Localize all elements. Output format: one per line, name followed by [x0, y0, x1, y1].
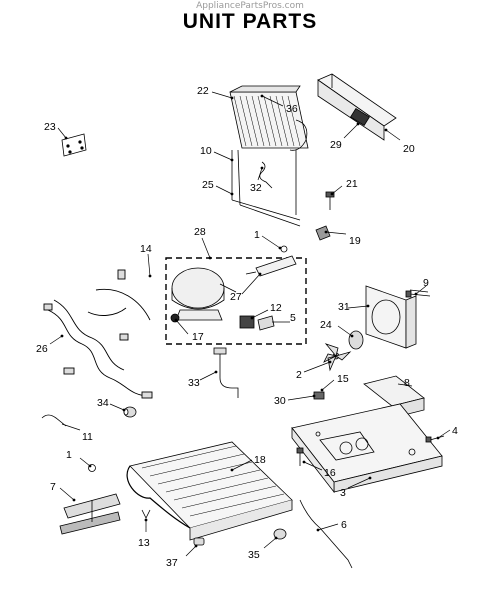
callout-11: 11	[82, 431, 93, 443]
callout-34: 34	[97, 397, 109, 409]
callout-37: 37	[166, 557, 178, 569]
fan-shroud	[365, 285, 429, 349]
fan-motor	[348, 330, 364, 350]
heater-bracket	[59, 493, 121, 535]
compressor	[170, 267, 237, 323]
condenser-serpentine	[126, 441, 293, 541]
callout-32: 32	[250, 182, 262, 194]
callout-25: 25	[202, 179, 214, 191]
callout-23: 23	[44, 121, 56, 133]
callout-8: 8	[404, 377, 410, 389]
spring	[313, 391, 325, 400]
callout-labels: 22 36 23 29 20 10 32 25 21 19 14 28 1 27…	[36, 85, 458, 569]
callout-18: 18	[254, 454, 266, 466]
watermark: AppliancePartsPros.com	[196, 1, 304, 11]
compressor-kit-box	[165, 257, 307, 345]
part-drawings	[41, 73, 445, 569]
callout-31: 31	[338, 301, 350, 313]
callout-2: 2	[296, 369, 302, 381]
drain-tube	[213, 347, 239, 398]
callout-4: 4	[452, 425, 458, 437]
relay	[239, 315, 275, 331]
callout-35: 35	[248, 549, 260, 561]
callout-14: 14	[140, 243, 152, 255]
callout-1: 1	[254, 229, 260, 241]
callout-28: 28	[194, 226, 206, 238]
part-37	[193, 537, 205, 546]
screw-4	[425, 435, 445, 443]
callout-26: 26	[36, 343, 48, 355]
clip-13	[141, 509, 151, 519]
callout-5: 5	[290, 312, 296, 324]
callout-16: 16	[324, 467, 336, 479]
grommet	[280, 245, 288, 253]
bracket-plate	[61, 133, 87, 157]
callout-20: 20	[403, 143, 415, 155]
screw-21	[325, 191, 335, 210]
tube-6	[299, 499, 353, 569]
callout-7: 7	[50, 481, 56, 493]
screw-16	[296, 447, 304, 466]
callout-27: 27	[230, 291, 242, 303]
condenser-coil	[229, 85, 309, 151]
leader-dots	[60, 94, 440, 548]
callout-29: 29	[330, 139, 342, 151]
callout-12: 12	[270, 302, 282, 314]
callout-21: 21	[346, 178, 358, 190]
wire-harness	[43, 269, 153, 399]
callout-33: 33	[188, 377, 200, 389]
callout-10: 10	[200, 145, 212, 157]
base-plate	[291, 403, 443, 494]
callout-3: 3	[340, 487, 346, 499]
tubing	[231, 149, 301, 227]
fan-blade	[323, 343, 352, 372]
callout-15: 15	[337, 373, 349, 385]
callout-30: 30	[274, 395, 286, 407]
part-34	[123, 406, 137, 418]
callout-24: 24	[320, 319, 332, 331]
duct-cover	[317, 73, 397, 141]
callout-1-lower: 1	[66, 449, 72, 461]
callout-36: 36	[286, 103, 298, 115]
clip-19	[315, 225, 331, 241]
callout-6: 6	[341, 519, 347, 531]
callout-13: 13	[138, 537, 150, 549]
callout-22: 22	[197, 85, 209, 97]
callout-19: 19	[349, 235, 361, 247]
screw-9	[405, 290, 431, 298]
callout-17: 17	[192, 331, 204, 343]
wire-11	[41, 414, 67, 427]
diagram-title: UNIT PARTS	[182, 10, 318, 33]
callout-9: 9	[423, 277, 429, 289]
part-35	[273, 528, 287, 540]
filter-drier	[245, 255, 297, 277]
leader-lines	[49, 91, 451, 557]
